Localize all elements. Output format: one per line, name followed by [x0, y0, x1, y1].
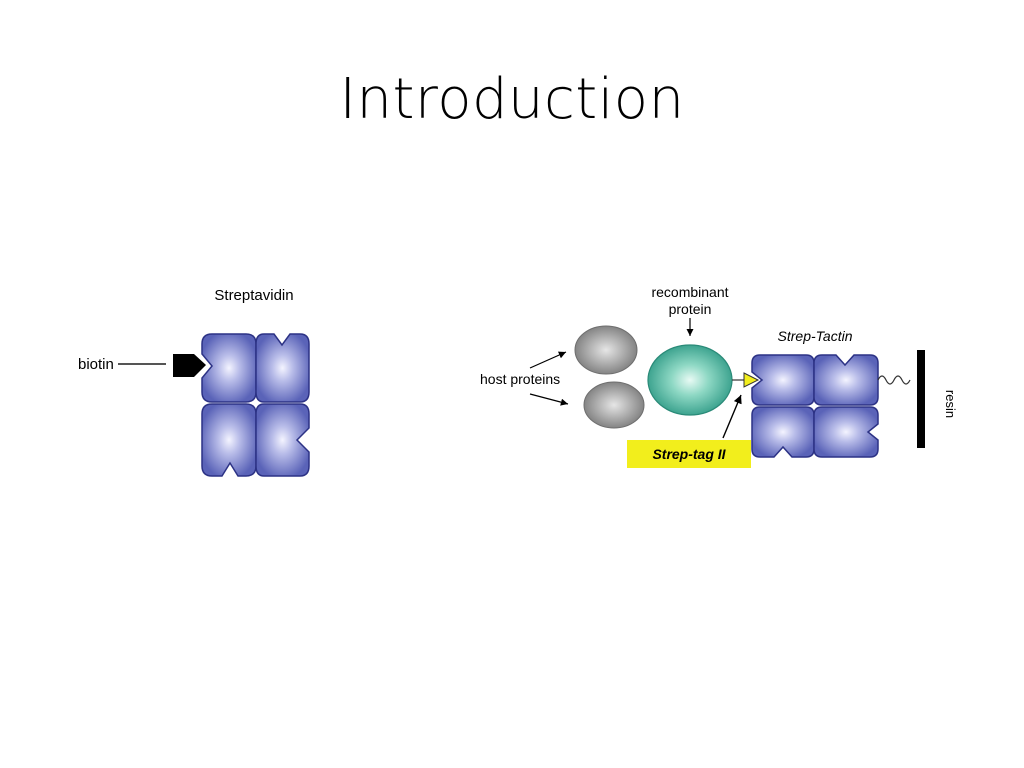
strep-tag-triangle [743, 372, 760, 388]
biotin-label: biotin [78, 356, 114, 373]
strep-tag-box [627, 440, 751, 468]
strep-tactin-subunit-bottom-right [813, 406, 879, 458]
strep-tactin-label: Strep-Tactin [778, 328, 853, 344]
host-arrow-lower [529, 393, 569, 406]
streptavidin-subunit-top-right [255, 333, 310, 403]
recombinant-label-line1: recombinant [651, 284, 728, 300]
host-protein-lower [583, 381, 645, 429]
streptavidin-subunit-top-left [201, 333, 257, 403]
streptavidin-label: Streptavidin [214, 287, 293, 304]
recombinant-label-line2: protein [669, 301, 712, 317]
host-protein-upper [574, 325, 638, 375]
streptavidin-subunit-bottom-left [201, 403, 257, 477]
resin-linker [877, 375, 911, 385]
streptavidin-figure: Streptavidin biotin [78, 287, 310, 477]
streptavidin-subunit-bottom-right [255, 403, 310, 477]
strep-tactin-subunit-top-right [813, 354, 879, 406]
strep-tactin-subunit-bottom-left [751, 406, 815, 458]
strep-tactin-figure: recombinant protein host proteins Strep-… [480, 284, 958, 468]
biotin-molecule [173, 354, 206, 377]
recombinant-protein [647, 344, 733, 416]
strep-tag-arrow [722, 394, 742, 439]
host-proteins-label: host proteins [480, 371, 560, 387]
slide-title: Introduction [339, 67, 685, 132]
resin-bar [917, 350, 925, 448]
strep-tag-label: Strep-tag II [652, 446, 726, 462]
host-arrow-upper [529, 351, 567, 369]
strep-tactin-subunit-top-left [751, 354, 815, 406]
resin-label: resin [943, 390, 958, 418]
